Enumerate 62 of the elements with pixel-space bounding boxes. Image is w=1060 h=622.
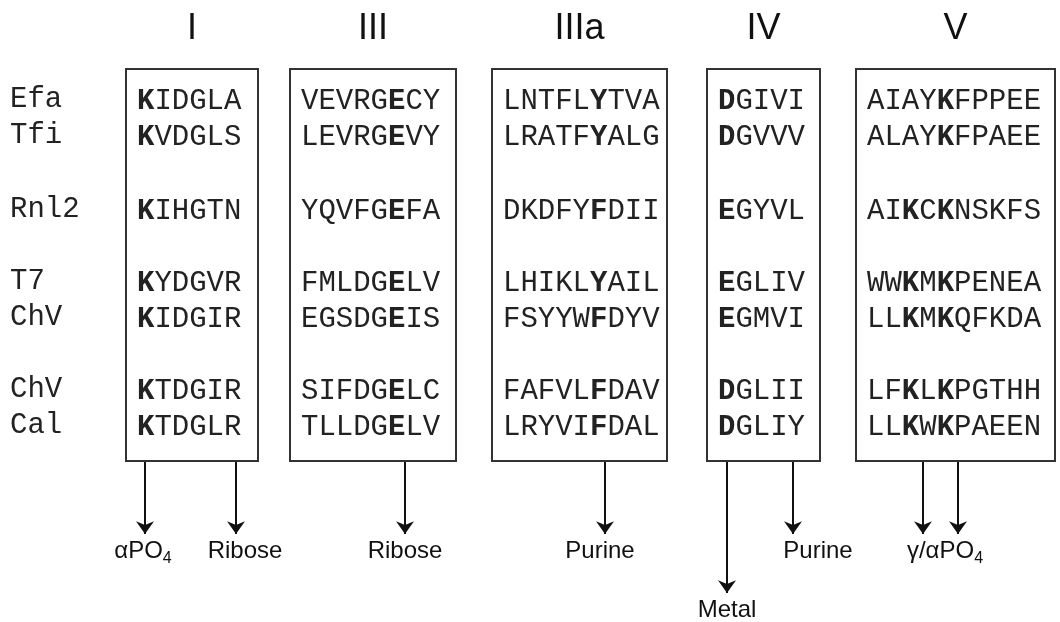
sequence-text: EGLIV	[718, 267, 806, 301]
sequence-text: VEVRGECY	[301, 85, 441, 119]
sequence-text: WWKMKPENEA	[867, 267, 1042, 301]
binding-label: Purine	[783, 536, 853, 563]
motif-heading: IIIa	[554, 5, 605, 49]
sequence-text: LLKWKPAEEN	[867, 411, 1042, 445]
sequence-text: LEVRGEVY	[301, 121, 441, 155]
organism-label: T7	[10, 265, 45, 299]
sequence-text: LRYVIFDAL	[503, 411, 660, 445]
motif-heading: IV	[746, 5, 781, 49]
motif-heading: V	[943, 5, 968, 49]
binding-label: Purine	[565, 536, 635, 563]
sequence-text: LHIKLYAIL	[503, 267, 660, 301]
sequence-text: DGLII	[718, 375, 806, 409]
sequence-text: EGMVI	[718, 303, 806, 337]
sequence-text: KIDGIR	[137, 303, 242, 337]
sequence-text: LNTFLYTVA	[503, 85, 660, 119]
sequence-text: SIFDGELC	[301, 375, 441, 409]
sequence-text: FAFVLFDAV	[503, 375, 660, 409]
sequence-text: AIKCKNSKFS	[867, 195, 1042, 229]
organism-label: Cal	[10, 409, 63, 443]
arrow	[227, 460, 245, 535]
sequence-text: LRATFYALG	[503, 121, 660, 155]
sequence-text: EGYVL	[718, 195, 806, 229]
sequence-text: EGSDGEIS	[301, 303, 441, 337]
sequence-text: DGLIY	[718, 411, 806, 445]
organism-label: ChV	[10, 301, 63, 335]
arrow	[784, 460, 802, 535]
sequence-text: LLKMKQFKDA	[867, 303, 1042, 337]
sequence-text: DGVVV	[718, 121, 806, 155]
organism-label: Tfi	[10, 119, 63, 153]
sequence-text: KIHGTN	[137, 195, 242, 229]
binding-label: γ/αPO$_{4}$	[906, 536, 984, 563]
arrow	[596, 460, 614, 535]
motif-heading: III	[358, 5, 388, 49]
sequence-text: FMLDGELV	[301, 267, 441, 301]
sequence-text: AIAYKFPPEE	[867, 85, 1042, 119]
arrow	[718, 460, 736, 594]
motif-heading: I	[187, 5, 197, 49]
sequence-text: KIDGLA	[137, 85, 242, 119]
sequence-text: KTDGIR	[137, 375, 242, 409]
organism-label: ChV	[10, 373, 63, 407]
sequence-text: ALAYKFPAEE	[867, 121, 1042, 155]
sequence-text: KTDGLR	[137, 411, 242, 445]
sequence-text: TLLDGELV	[301, 411, 441, 445]
binding-label: αPO$_{4}$	[114, 536, 172, 563]
binding-label: Ribose	[367, 536, 443, 563]
arrow	[396, 460, 414, 535]
arrow	[136, 460, 154, 535]
arrow	[914, 460, 932, 535]
binding-label: Metal	[697, 595, 757, 622]
sequence-text: LFKLKPGTHH	[867, 375, 1042, 409]
arrow	[949, 460, 967, 535]
sequence-text: DKDFYFDII	[503, 195, 660, 229]
sequence-text: DGIVI	[718, 85, 806, 119]
sequence-text: KYDGVR	[137, 267, 242, 301]
organism-label: Rnl2	[10, 193, 80, 227]
sequence-text: KVDGLS	[137, 121, 242, 155]
sequence-text: FSYYWFDYV	[503, 303, 660, 337]
binding-label: Ribose	[207, 536, 283, 563]
organism-label: Efa	[10, 83, 63, 117]
sequence-text: YQVFGEFA	[301, 195, 441, 229]
